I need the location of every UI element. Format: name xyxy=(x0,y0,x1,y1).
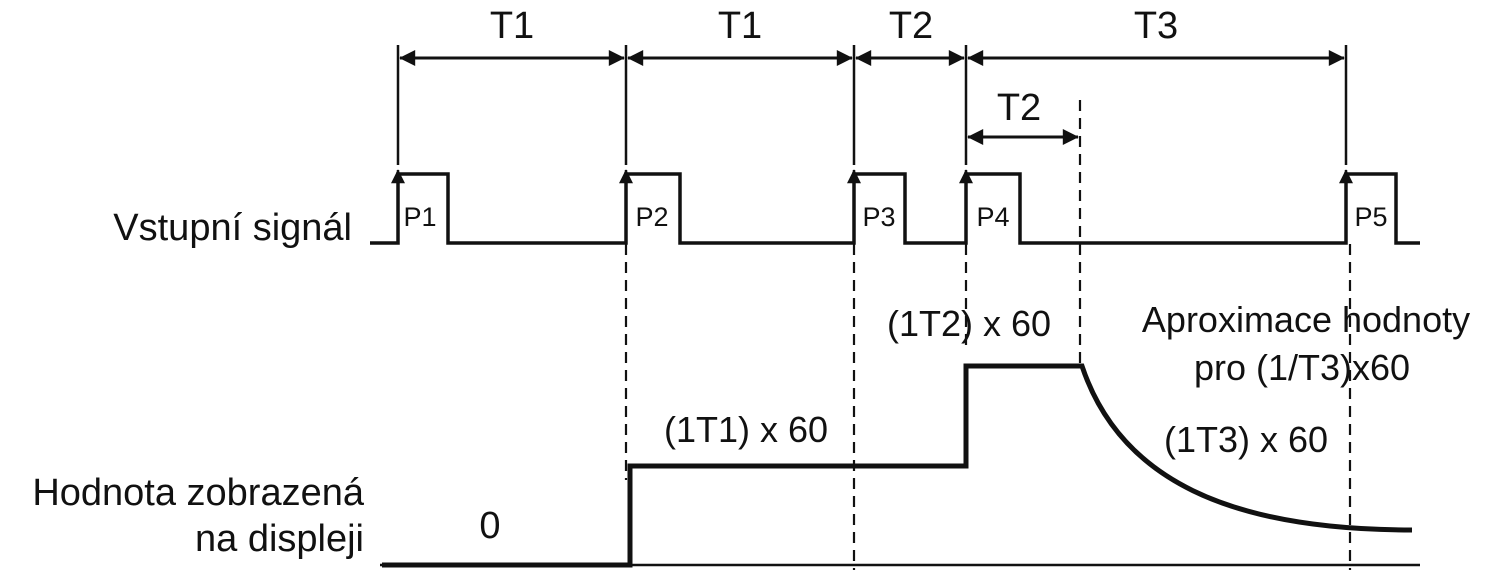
row-label-input-signal: Vstupní signál xyxy=(113,207,352,249)
pulse-label-p4: P4 xyxy=(976,202,1009,232)
projection-dashed-lines xyxy=(624,100,1352,570)
approximation-label-line2: pro (1/T3)x60 xyxy=(1194,347,1410,388)
boundary-lines xyxy=(396,45,1348,165)
approximation-label-line1: Aproximace hodnoty xyxy=(1142,299,1470,340)
pulse-label-p2: P2 xyxy=(635,202,668,232)
value-label-t1-formula: (1T1) x 60 xyxy=(664,409,828,450)
pulse-trigger-arrows xyxy=(391,169,1353,190)
input-signal-waveform xyxy=(370,172,1420,245)
interval-label-t2: T2 xyxy=(889,5,933,47)
interval-arrows xyxy=(399,50,1345,145)
row-label-display-line1: Hodnota zobrazená xyxy=(32,472,365,514)
interval-label-t2-sub: T2 xyxy=(997,87,1041,129)
pulse-label-p1: P1 xyxy=(403,202,436,232)
interval-label-t1-second: T1 xyxy=(718,5,762,47)
interval-label-t3: T3 xyxy=(1134,5,1178,47)
pulse-label-p5: P5 xyxy=(1354,202,1387,232)
value-label-t2-formula: (1T2) x 60 xyxy=(887,303,1051,344)
value-label-t3-formula: (1T3) x 60 xyxy=(1164,419,1328,460)
display-value-waveform xyxy=(382,363,1413,568)
row-label-display-line2: na displeji xyxy=(195,518,364,560)
value-label-zero: 0 xyxy=(479,505,500,547)
interval-label-t1-first: T1 xyxy=(490,5,534,47)
pulse-label-p3: P3 xyxy=(862,202,895,232)
